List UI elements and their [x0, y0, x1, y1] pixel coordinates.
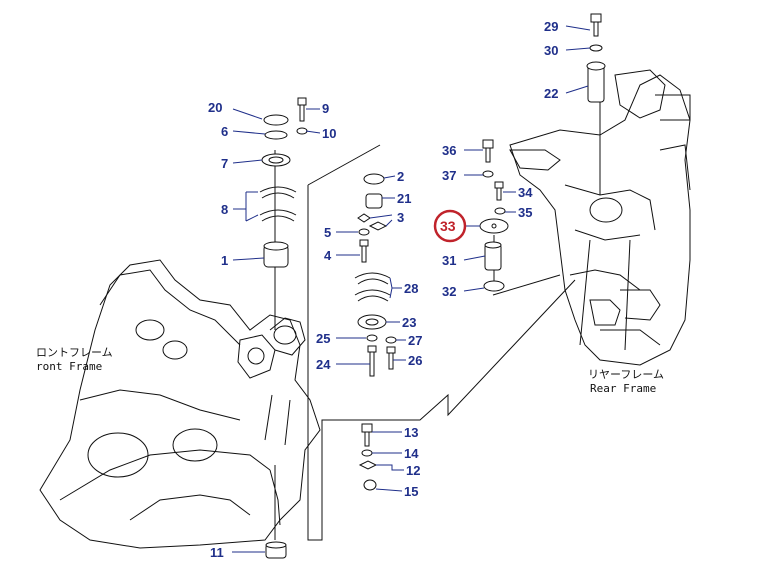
part-13-shape	[361, 423, 373, 433]
callout-10[interactable]: 10	[322, 126, 336, 141]
callout-11[interactable]: 11	[210, 545, 224, 560]
part-33-shape	[479, 218, 509, 234]
rear-frame-label-jp: リヤーフレーム	[588, 368, 664, 381]
part-21-shape	[365, 193, 383, 209]
part-29-shape	[590, 13, 602, 23]
callout-leaders	[232, 25, 591, 553]
part-4-shape	[359, 239, 369, 247]
callout-30[interactable]: 30	[544, 43, 558, 58]
callout-21[interactable]: 21	[397, 191, 411, 206]
callout-20[interactable]: 20	[208, 100, 222, 115]
callout-8[interactable]: 8	[221, 202, 228, 217]
callout-1[interactable]: 1	[221, 253, 228, 268]
callout-27[interactable]: 27	[408, 333, 422, 348]
part-30-shape	[589, 44, 603, 52]
callout-3[interactable]: 3	[397, 210, 404, 225]
part-14-shape	[361, 449, 373, 457]
part-32-shape	[483, 280, 505, 292]
front-frame-label-en: ront Frame	[36, 360, 102, 373]
callout-9[interactable]: 9	[322, 101, 329, 116]
callout-6[interactable]: 6	[221, 124, 228, 139]
callout-25[interactable]: 25	[316, 331, 330, 346]
rear-frame-label-en: Rear Frame	[590, 382, 656, 395]
part-36-shape	[482, 139, 494, 149]
assembly-guide-lines	[274, 75, 601, 541]
callout-29[interactable]: 29	[544, 19, 558, 34]
part-5-shape	[358, 228, 370, 236]
part-10-shape	[296, 127, 308, 135]
part-27-shape	[385, 336, 397, 344]
callout-33[interactable]: 33	[440, 218, 456, 234]
highlight-circle-33	[433, 209, 467, 243]
part-26-shape	[386, 346, 396, 354]
part-20-shape	[263, 114, 289, 126]
callout-32[interactable]: 32	[442, 284, 456, 299]
callout-23[interactable]: 23	[402, 315, 416, 330]
callout-31[interactable]: 31	[442, 253, 456, 268]
callout-12[interactable]: 12	[406, 463, 420, 478]
rear-frame-drawing	[509, 69, 691, 366]
part-8-shape	[259, 186, 297, 222]
callout-37[interactable]: 37	[442, 168, 456, 183]
callout-34[interactable]: 34	[518, 185, 533, 200]
front-frame-drawing	[39, 259, 321, 549]
part-15-shape	[363, 479, 377, 491]
callout-35[interactable]: 35	[518, 205, 532, 220]
callout-numbers: 20 6 7 8 1 9 10 11 2 21 3 5 4 28 23 25 2…	[208, 19, 558, 560]
callout-28[interactable]: 28	[404, 281, 418, 296]
part-28-shape	[354, 272, 391, 302]
callout-2[interactable]: 2	[397, 169, 404, 184]
callout-13[interactable]: 13	[404, 425, 418, 440]
part-37-shape	[482, 170, 494, 178]
callout-14[interactable]: 14	[404, 446, 419, 461]
callout-7[interactable]: 7	[221, 156, 228, 171]
callout-15[interactable]: 15	[404, 484, 418, 499]
part-9-shape	[297, 97, 307, 106]
part-34-shape	[494, 181, 504, 189]
part-7-shape	[261, 153, 291, 167]
part-2-shape	[363, 173, 385, 185]
part-35-shape	[494, 207, 506, 215]
callout-5[interactable]: 5	[324, 225, 331, 240]
callout-22[interactable]: 22	[544, 86, 558, 101]
part-25-shape	[366, 334, 378, 342]
callout-36[interactable]: 36	[442, 143, 456, 158]
part-23-shape	[357, 314, 387, 330]
callout-24[interactable]: 24	[316, 357, 331, 372]
callout-4[interactable]: 4	[324, 248, 332, 263]
part-6-shape	[264, 130, 288, 140]
part-24-shape	[367, 345, 377, 353]
front-frame-label-jp: ロントフレーム	[36, 346, 113, 359]
callout-26[interactable]: 26	[408, 353, 422, 368]
part-12-shape	[358, 460, 378, 470]
